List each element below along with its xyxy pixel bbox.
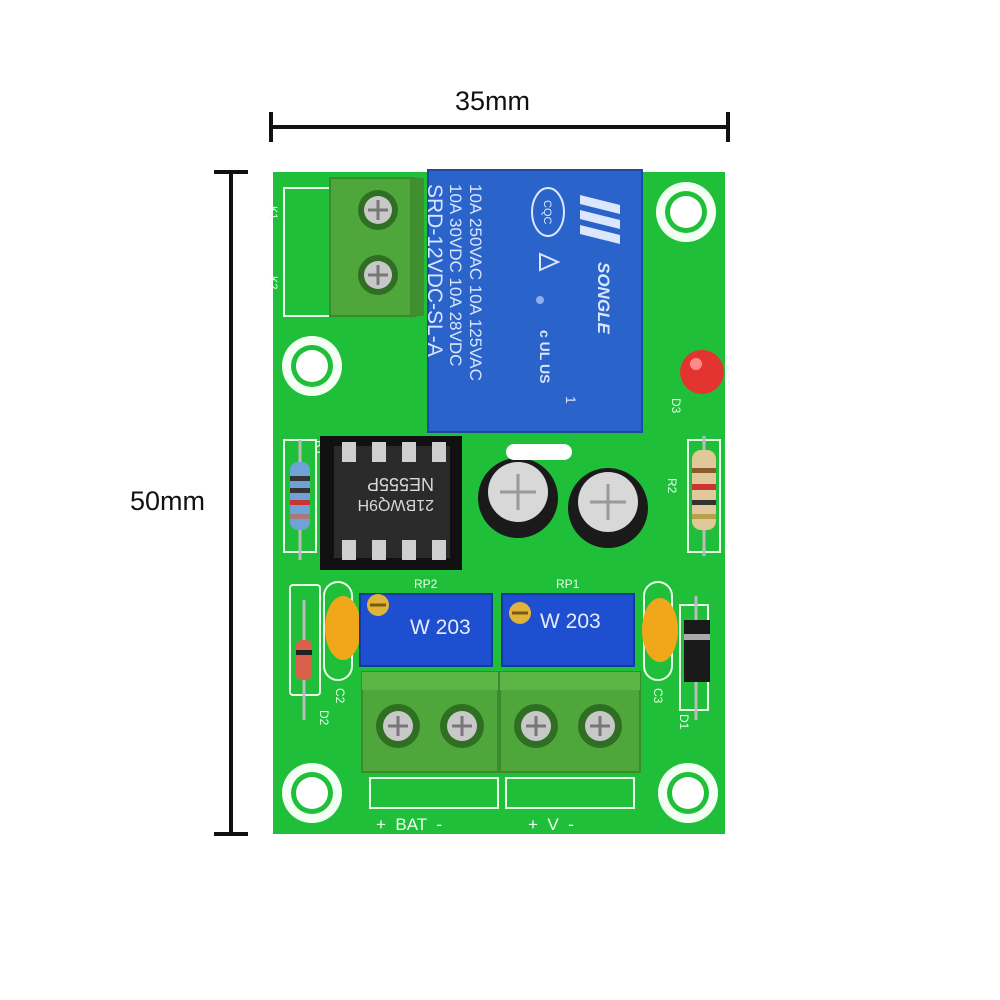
ceramic-capacitor-c3 (642, 598, 678, 662)
label-rp2: RP2 (414, 577, 438, 591)
relay-model: SRD-12VDC-SL-A (423, 184, 446, 357)
songle-logo (580, 195, 620, 244)
battery-screw-terminal (361, 671, 499, 773)
mounting-hole-top-right (656, 182, 716, 242)
diode-d1 (684, 596, 710, 720)
label-d2: D2 (317, 710, 331, 726)
led-d3 (680, 350, 724, 394)
relay: 10A 250VAC 10A 125VAC 10A 30VDC 10A 28VD… (423, 169, 643, 433)
label-k2: K2 (267, 276, 279, 289)
ceramic-capacitor-c2 (325, 596, 361, 660)
electrolytic-capacitor-right (568, 468, 648, 548)
ic-part-number: NE555P (367, 474, 434, 494)
label-rp1: RP1 (556, 577, 580, 591)
potentiometer-rp2: W 203 (359, 593, 493, 667)
ul-mark: c UL US (537, 330, 553, 383)
mounting-hole-mid-left (282, 336, 342, 396)
rp1-code: W 203 (540, 610, 601, 633)
relay-brand: SONGLE (594, 262, 613, 334)
ic-date-code: 21BWQ9H (358, 496, 434, 513)
electrolytic-capacitor-left (478, 458, 558, 538)
output-screw-terminal (329, 177, 424, 317)
cqc-logo (531, 187, 565, 237)
label-c3: C3 (651, 688, 665, 704)
cqc-text: CQC (541, 200, 553, 225)
resistor-r1 (290, 440, 310, 560)
label-d1: D1 (677, 714, 691, 730)
diode-d2 (296, 600, 312, 720)
label-v: + V - (528, 815, 574, 834)
relay-pin-number: 1 (563, 396, 579, 404)
mounting-hole-bottom-right (658, 763, 718, 823)
voltage-screw-terminal (499, 671, 641, 773)
relay-rating-line-2: 10A 30VDC 10A 28VDC (446, 184, 465, 366)
relay-rating-line-1: 10A 250VAC 10A 125VAC (466, 184, 485, 381)
potentiometer-rp1: W 203 (501, 593, 635, 667)
height-dimension-label: 50mm (130, 486, 206, 516)
width-dimension-line (269, 112, 730, 142)
relay-dot (536, 296, 544, 304)
label-c2: C2 (333, 688, 347, 704)
rp2-code: W 203 (410, 616, 471, 639)
ic-ne555: NE555P 21BWQ9H (320, 436, 462, 570)
label-k1: K1 (267, 206, 279, 219)
width-dimension-label: 35mm (455, 86, 531, 116)
label-r2: R2 (665, 478, 679, 494)
label-bat: + BAT - (376, 815, 442, 834)
resistor-r2 (692, 436, 716, 556)
mounting-hole-bottom-left (282, 763, 342, 823)
height-dimension-line (214, 170, 248, 836)
silkscreen-marker (506, 444, 572, 460)
label-d3: D3 (669, 398, 683, 414)
warning-triangle-icon (539, 252, 561, 272)
